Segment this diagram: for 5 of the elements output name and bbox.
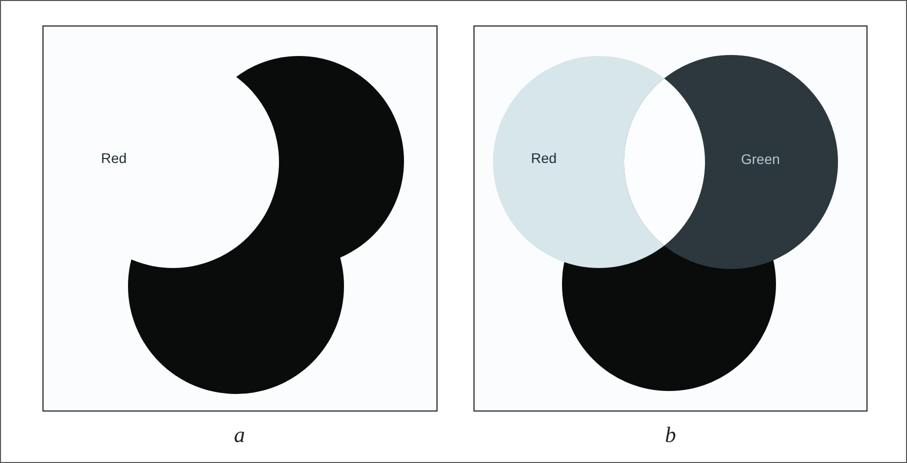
circle-label: Red (101, 150, 127, 166)
panel-caption: a (234, 422, 245, 448)
circle-label: Red (531, 150, 557, 166)
circle-label: Green (741, 151, 780, 167)
panel-caption: b (665, 422, 676, 448)
